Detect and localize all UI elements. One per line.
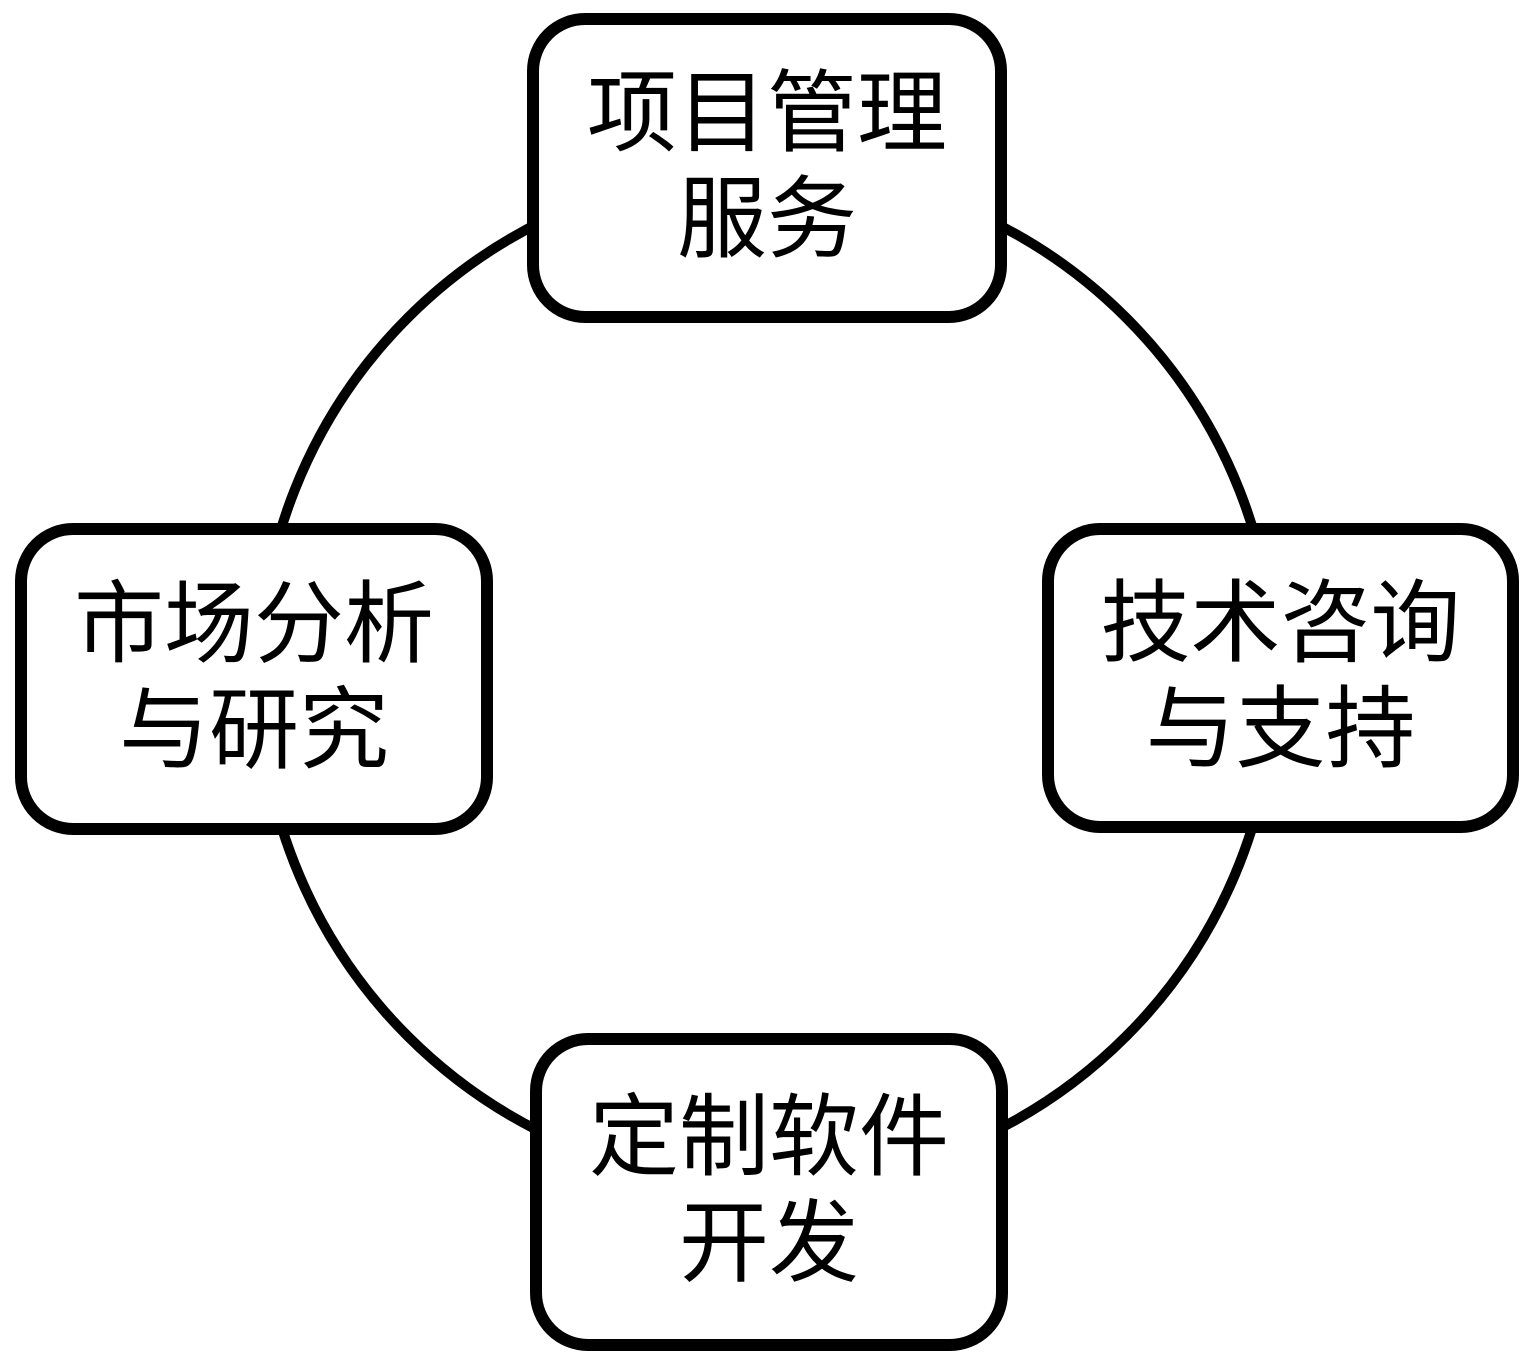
node-label-line: 与研究 xyxy=(119,682,389,781)
node-label-line: 与支持 xyxy=(1145,681,1416,780)
node-label-line: 服务 xyxy=(677,171,857,270)
node-market-analysis-research: 市场分析 与研究 xyxy=(15,523,493,835)
node-technical-consulting-support: 技术咨询 与支持 xyxy=(1042,523,1519,833)
node-custom-software-development: 定制软件 开发 xyxy=(530,1033,1008,1351)
node-label-line: 定制软件 xyxy=(589,1088,949,1188)
node-project-management-services: 项目管理 服务 xyxy=(527,13,1007,323)
node-label-line: 技术咨询 xyxy=(1100,574,1461,674)
node-label-line: 市场分析 xyxy=(74,575,434,675)
node-label-line: 项目管理 xyxy=(587,64,947,164)
node-label-line: 开发 xyxy=(679,1195,859,1294)
